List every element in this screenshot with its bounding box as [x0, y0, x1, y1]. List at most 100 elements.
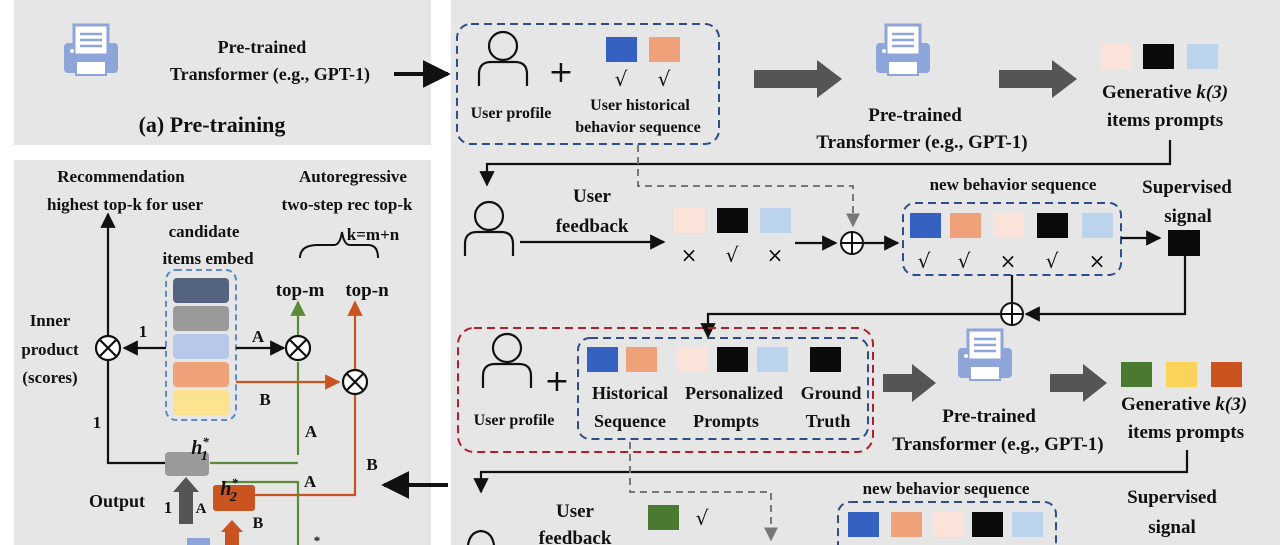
pretraining-model-line1: Pre-trained [218, 37, 307, 57]
connector-middle-to-bottom [473, 450, 1189, 494]
inner-line1: Inner [30, 311, 71, 330]
middle-ground-line2: Truth [806, 411, 851, 431]
output-label: Output [89, 491, 145, 511]
kmn-brace [299, 231, 379, 259]
middle-gen-item-1 [1121, 362, 1152, 387]
top-input-box [456, 23, 720, 145]
middle-model-line1: Pre-trained [942, 406, 1036, 427]
dashed-middle-hist-down [629, 442, 778, 542]
user-icon [466, 529, 496, 545]
supervised-line1: Supervised [1142, 177, 1232, 198]
gen-item-3 [1187, 44, 1218, 69]
middle-hist-item-2 [626, 347, 657, 372]
middle-generative-line2: items prompts [1128, 422, 1244, 443]
candidate-embed-1 [173, 278, 229, 303]
newseq-mark-1: √ [918, 249, 931, 273]
candidate-line1: candidate [169, 222, 240, 241]
newseq-item-1 [910, 213, 941, 238]
supervised-signal-item [1168, 230, 1200, 256]
otimes-icon [94, 334, 122, 362]
top-gray-arrow-1 [754, 60, 842, 98]
middle-gray-arrow-2 [1050, 364, 1107, 402]
dashed-history-to-newseq [637, 145, 860, 228]
newseq-item-5 [1082, 213, 1113, 238]
middle-hist-line2: Sequence [594, 411, 666, 431]
label-1-left: 1 [93, 413, 102, 432]
finetuning-panel [451, 0, 1280, 545]
feedback-item-2 [717, 208, 748, 233]
connector-gen-to-feedback [479, 140, 1172, 187]
rec-line2: highest top-k for user [47, 195, 203, 214]
middle-prompt-item-3 [757, 347, 788, 372]
label-1-inner: 1 [139, 322, 148, 341]
label-a-1: A [252, 327, 265, 346]
top-generative-line1: Generative k(3) [1102, 82, 1228, 103]
oplus2-to-middle [700, 312, 1000, 339]
label-a-3: A [304, 472, 317, 491]
inner-line2: product [21, 340, 79, 359]
bottom-newseq-item-3 [933, 512, 964, 537]
signal-to-oplus2 [1024, 256, 1187, 322]
feedback-mark-3: × [767, 243, 784, 267]
newseq-mark-2: √ [958, 249, 971, 273]
middle-gen-item-3 [1211, 362, 1242, 387]
otimes-icon [341, 368, 369, 396]
kmn-label: k=m+n [347, 225, 400, 244]
pretraining-caption: (a) Pre-training [139, 112, 286, 137]
history-check-2: √ [658, 67, 671, 91]
middle-ground-line1: Ground [801, 383, 862, 403]
label-a-2: A [305, 422, 318, 441]
newseq-item-3 [993, 213, 1024, 238]
h1-token [165, 452, 209, 476]
top-model-line2: Transformer (e.g., GPT-1) [816, 132, 1027, 153]
h1-label: h*1 [191, 434, 209, 464]
middle-hist-line1: Historical [592, 383, 668, 403]
bottom-newseq-item-5 [1012, 512, 1043, 537]
top-gray-arrow-2 [999, 60, 1077, 98]
candidate-line2: items embed [162, 249, 254, 268]
h2-token [213, 485, 255, 511]
label-b-1: B [259, 390, 270, 409]
top-user-profile: User profile [471, 105, 552, 122]
auto-line2: two-step rec top-k [282, 195, 413, 214]
middle-prompt-item-1 [677, 347, 708, 372]
middle-model-line2: Transformer (e.g., GPT-1) [892, 434, 1103, 455]
bottom-newseq-item-2 [891, 512, 922, 537]
middle-gray-arrow-1 [883, 364, 936, 402]
feedback-label-line2: feedback [556, 216, 629, 237]
top-plus: + [548, 55, 573, 90]
feedback-item-3 [760, 208, 791, 233]
newseq-mark-4: √ [1046, 249, 1059, 273]
h2-up-arrow [221, 520, 243, 545]
pretraining-model-line2: Transformer (e.g., GPT-1) [170, 64, 370, 85]
otimes-icon [284, 334, 312, 362]
top-n-label: top-n [345, 280, 389, 301]
top-m-label: top-m [276, 280, 325, 301]
gen-item-1 [1101, 44, 1132, 69]
history-check-1: √ [615, 67, 628, 91]
output-up-arrow [173, 477, 199, 524]
history-item-2 [649, 37, 680, 62]
bottom-supervised-line2: signal [1148, 517, 1196, 538]
feedback-item-1 [674, 208, 705, 233]
oplus-icon [840, 231, 864, 255]
middle-generative-line1: Generative k(3) [1121, 394, 1247, 415]
h-green-lower [222, 480, 300, 545]
printer-icon [187, 538, 210, 545]
inner-line3: (scores) [22, 368, 77, 387]
middle-prompt-item-2 [717, 347, 748, 372]
newseq-item-4 [1037, 213, 1068, 238]
label-1-output: 1 [164, 498, 173, 517]
h1-to-inner-line [106, 361, 165, 465]
candidate-embed-2 [173, 306, 229, 331]
bottom-feedback-line1: User [556, 501, 595, 522]
middle-plus: + [544, 364, 569, 399]
middle-pers-line2: Prompts [693, 411, 759, 431]
middle-truth-item [810, 347, 841, 372]
candidate-box [165, 269, 237, 421]
bottom-feedback-line2: feedback [539, 528, 612, 545]
middle-pers-line1: Personalized [685, 383, 783, 403]
middle-gen-item-2 [1166, 362, 1197, 387]
candidate-embed-3 [173, 334, 229, 359]
feedback-label-line1: User [573, 186, 612, 207]
